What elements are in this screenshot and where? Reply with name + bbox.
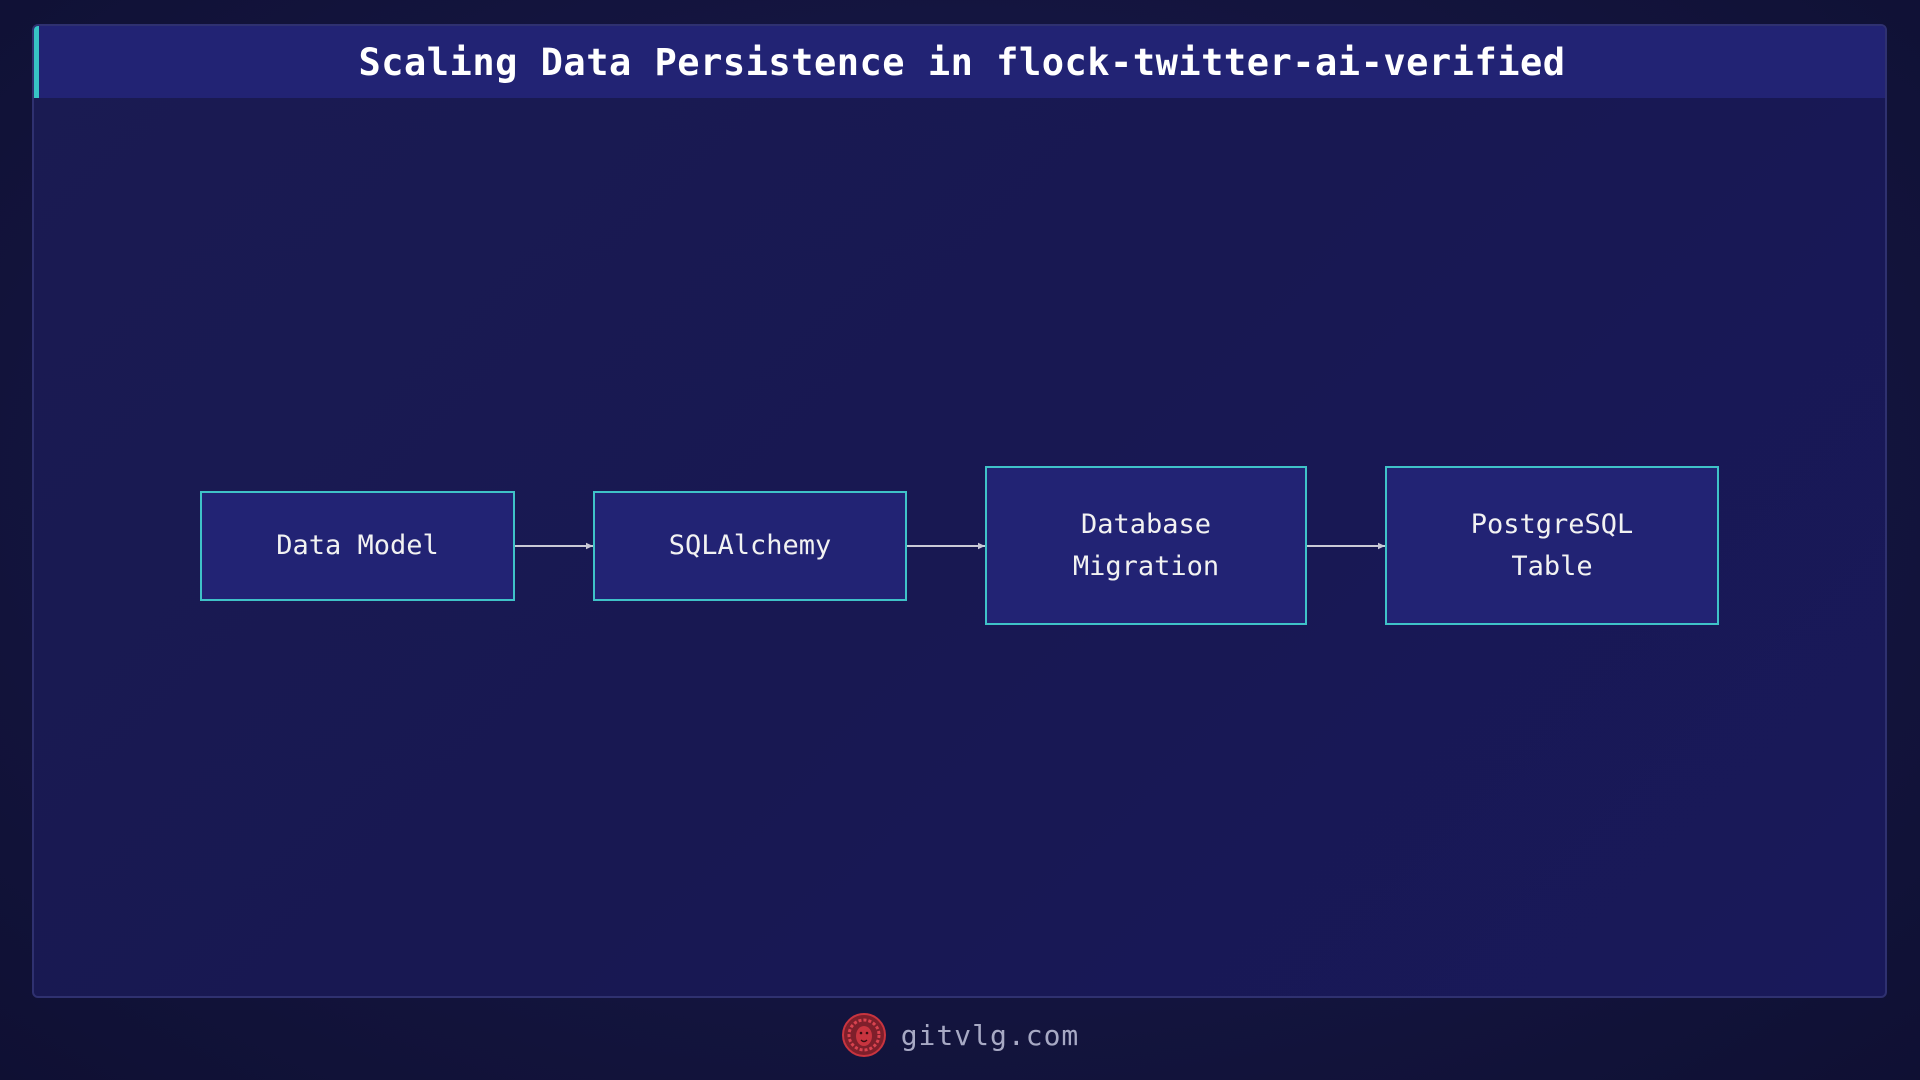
node-database-migration: Database Migration (985, 466, 1307, 625)
lion-head-icon (841, 1013, 886, 1057)
page-title: Scaling Data Persistence in flock-twitte… (358, 40, 1566, 84)
node-label-line: SQLAlchemy (668, 530, 832, 561)
node-label-line: Database (1080, 508, 1212, 540)
title-bar: Scaling Data Persistence in flock-twitte… (34, 26, 1885, 98)
node-label-line: Table (1511, 550, 1593, 582)
node-data-model: Data Model (200, 491, 515, 601)
node-label-line: Migration (1072, 550, 1220, 582)
node-label-line: Data Model (276, 530, 439, 561)
footer-site-link[interactable]: gitvlg.com (900, 1018, 1080, 1052)
node-label-line: PostgreSQL (1470, 508, 1634, 540)
node-postgresql-table: PostgreSQL Table (1385, 466, 1719, 625)
footer: gitvlg.com (0, 1010, 1920, 1060)
node-sqlalchemy: SQLAlchemy (593, 491, 907, 601)
